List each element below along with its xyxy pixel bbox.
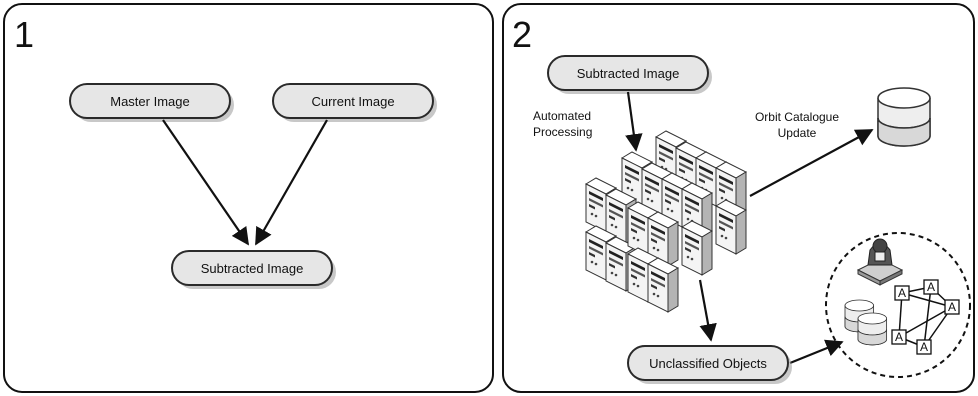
person-at-computer-icon <box>856 238 904 286</box>
panel-2-number: 2 <box>512 14 532 55</box>
network-node-1: A <box>898 286 906 300</box>
master-image-label: Master Image <box>110 94 189 109</box>
arrow-servers-to-catalogue <box>749 129 874 197</box>
arrow-master-to-subtracted <box>162 119 249 246</box>
update-label: Update <box>778 126 817 140</box>
analysis-group-circle <box>825 232 971 378</box>
subtracted-image-node-2: Subtracted Image <box>547 55 712 94</box>
arrow-current-to-subtracted <box>255 119 328 246</box>
panel-1-number: 1 <box>14 14 34 55</box>
network-node-2: A <box>927 280 935 294</box>
unclassified-objects-label: Unclassified Objects <box>649 356 767 371</box>
subtracted-image-node-1: Subtracted Image <box>171 250 336 289</box>
current-image-node: Current Image <box>272 83 437 122</box>
current-image-label: Current Image <box>311 94 394 109</box>
panel-1 <box>3 3 494 393</box>
arrow-unclassified-to-analysis <box>789 339 844 365</box>
orbit-catalogue-label: Orbit Catalogue <box>755 110 839 124</box>
arrow-subtracted-to-servers <box>625 91 643 152</box>
subtracted-image-label-2: Subtracted Image <box>577 66 680 81</box>
master-image-node: Master Image <box>69 83 234 122</box>
network-node-3: A <box>948 300 956 314</box>
processing-label: Processing <box>533 125 592 139</box>
unclassified-objects-node: Unclassified Objects <box>627 345 792 384</box>
network-node-5: A <box>920 340 928 354</box>
subtracted-image-label-1: Subtracted Image <box>201 261 304 276</box>
database-icon <box>877 87 931 147</box>
automated-label: Automated <box>533 109 591 123</box>
network-graph-icon: A A A A A <box>891 279 960 355</box>
arrow-servers-to-unclassified <box>698 279 717 342</box>
network-node-4: A <box>895 330 903 344</box>
